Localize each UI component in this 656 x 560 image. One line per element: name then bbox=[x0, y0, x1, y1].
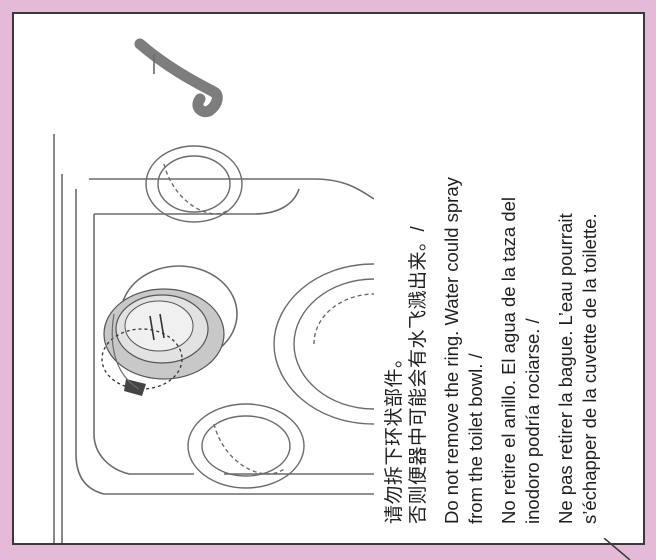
toilet-ring-icon bbox=[101, 265, 238, 396]
toilet-ring-illustration bbox=[53, 38, 374, 543]
warning-line: s’échapper de la cuvette de la toilette. bbox=[579, 213, 600, 524]
warning-sheet: 请勿拆下环状部件。 否则便器中可能会有水飞溅出来。/ Do not remove… bbox=[12, 12, 645, 545]
warning-line: Ne pas retirer la bague. L’eau pourrait bbox=[555, 213, 576, 524]
warning-english: Do not remove the ring. Water could spra… bbox=[440, 54, 488, 524]
curved-arrow-icon bbox=[134, 38, 223, 118]
warning-line: Do not remove the ring. Water could spra… bbox=[441, 177, 462, 524]
warning-line: 请勿拆下环状部件。 bbox=[384, 348, 405, 524]
warning-line: from the toilet bowl. / bbox=[465, 353, 486, 524]
warning-line: 否则便器中可能会有水飞溅出来。/ bbox=[408, 225, 429, 524]
warning-line: inodoro podría rociarse. / bbox=[522, 318, 543, 524]
corner-line bbox=[603, 538, 631, 560]
warning-text: 请勿拆下环状部件。 否则便器中可能会有水飞溅出来。/ Do not remove… bbox=[383, 54, 643, 524]
warning-french: Ne pas retirer la bague. L’eau pourrait … bbox=[554, 54, 602, 524]
warning-line: No retire el anillo. El agua de la taza … bbox=[498, 196, 519, 524]
warning-spanish: No retire el anillo. El agua de la taza … bbox=[497, 54, 545, 524]
warning-chinese: 请勿拆下环状部件。 否则便器中可能会有水飞溅出来。/ bbox=[383, 54, 431, 524]
